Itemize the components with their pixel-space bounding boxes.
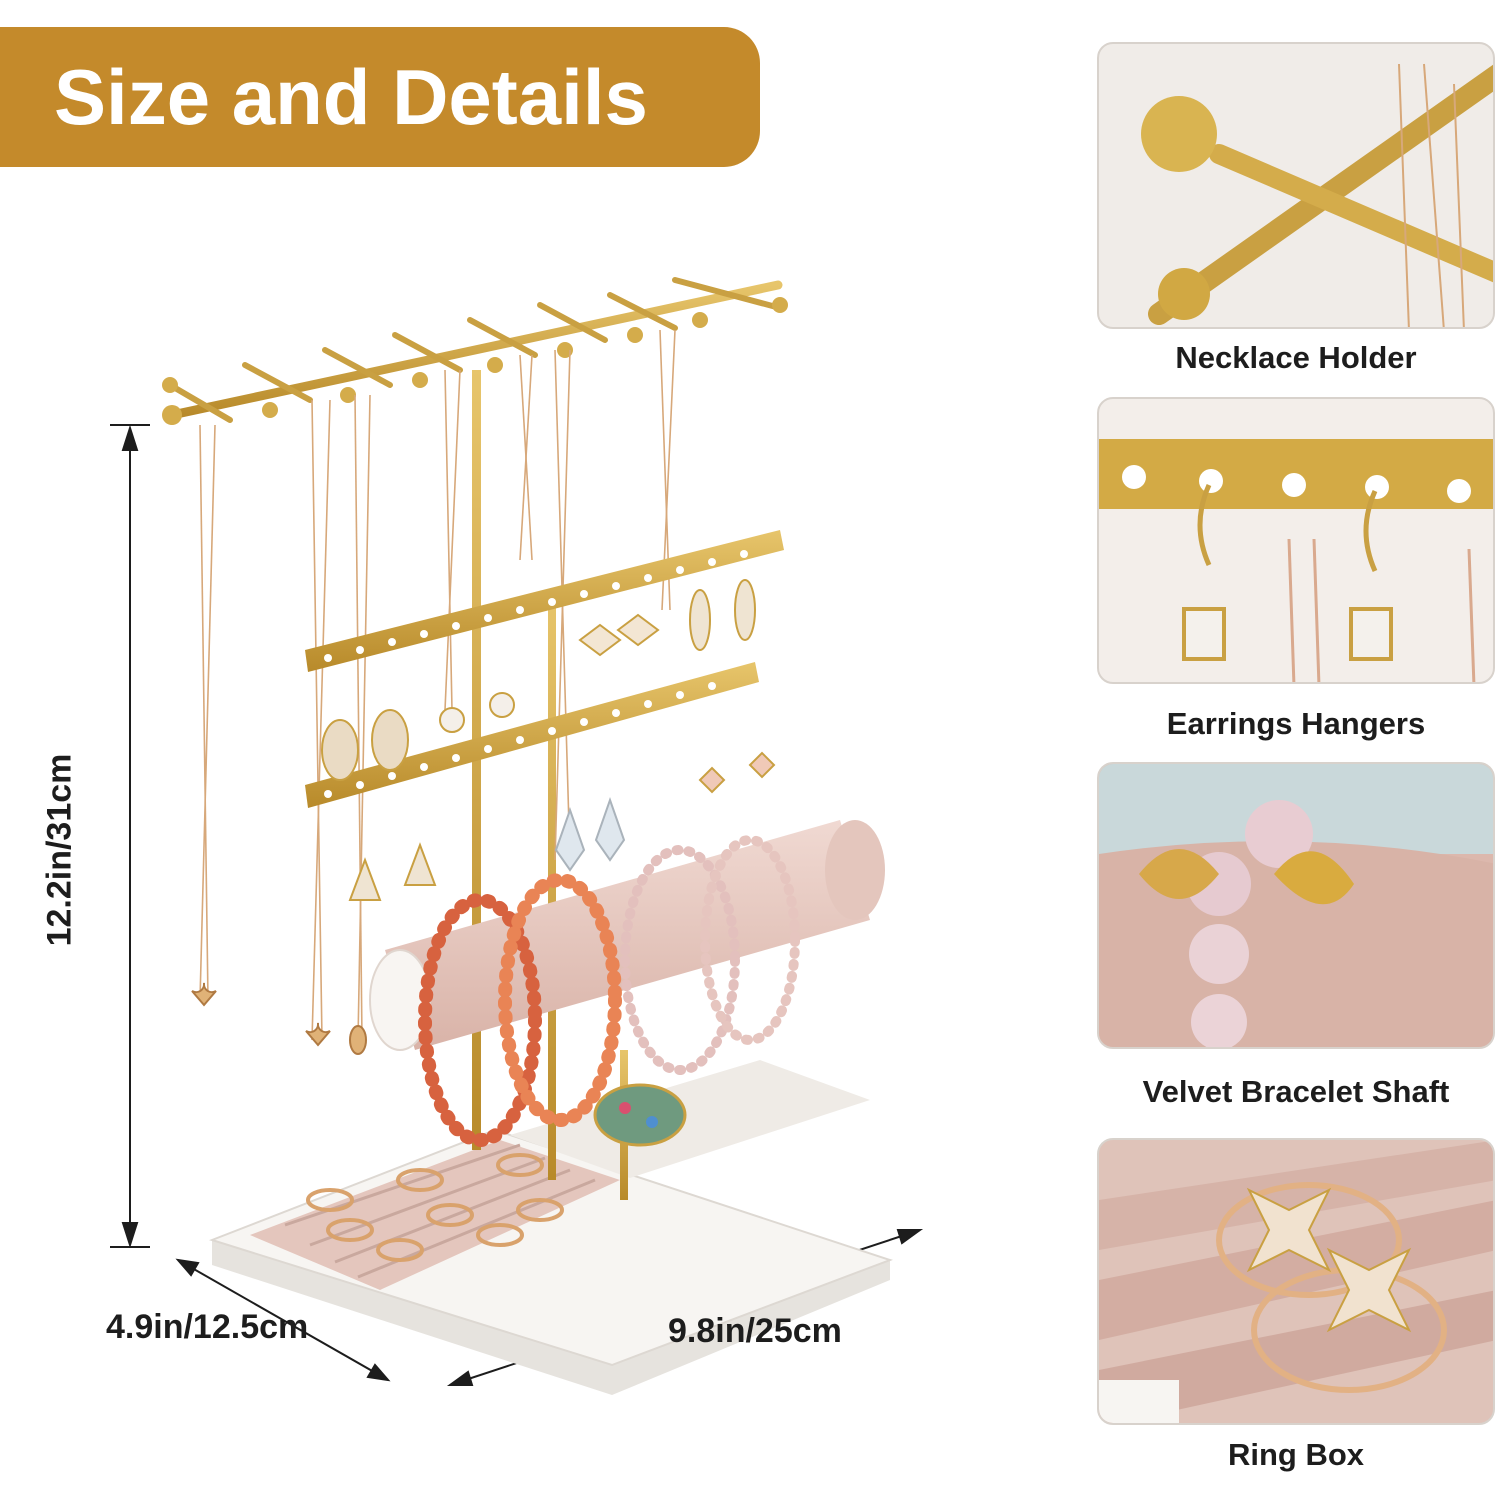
necklace-holder-closeup-icon (1141, 63, 1493, 327)
width-dimension-label: 9.8in/25cm (668, 1312, 842, 1350)
brooch (593, 1083, 687, 1147)
banner-title: Size and Details (54, 53, 648, 141)
earrings-hangers-caption: Earrings Hangers (1166, 706, 1426, 741)
title-banner: Size and Details (0, 27, 760, 167)
ring-box-panel (1097, 1138, 1495, 1425)
jewelry-stand-illustration (110, 277, 924, 1395)
necklace-holder-panel (1097, 42, 1495, 329)
velvet-bracelet-shaft-closeup-icon (1099, 764, 1493, 1047)
earrings (321, 579, 776, 901)
height-dimension-label: 12.2in/31cm (40, 753, 79, 947)
bracelets (418, 835, 800, 1147)
pendants (191, 982, 367, 1055)
ring-box-closeup-icon (1099, 1140, 1493, 1423)
height-arrow (110, 424, 150, 1249)
ring-tray-base (208, 1060, 894, 1395)
necklaces (199, 329, 676, 1041)
earring-hanger-closeup-icon (1099, 439, 1493, 682)
earrings-hangers-panel (1097, 397, 1495, 684)
velvet-bracelet-shaft-panel (1097, 762, 1495, 1049)
depth-arrow (175, 1258, 391, 1382)
necklace-holder-caption: Necklace Holder (1175, 340, 1417, 375)
ring-box-caption: Ring Box (1227, 1437, 1365, 1472)
rings (306, 1153, 564, 1262)
earring-bars (305, 530, 784, 808)
depth-dimension-label: 4.9in/12.5cm (106, 1308, 309, 1346)
velvet-bracelet-shaft-caption: Velvet Bracelet Shaft (1142, 1074, 1450, 1109)
necklace-bar (162, 277, 788, 425)
